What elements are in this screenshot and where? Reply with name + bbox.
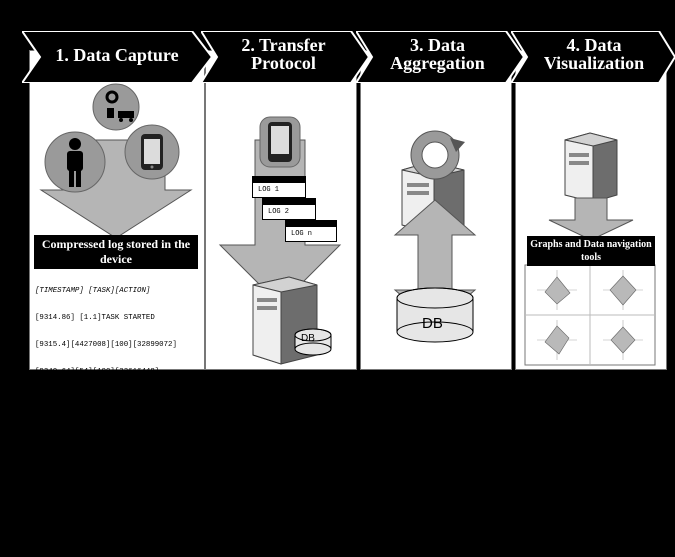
refresh-icon	[410, 130, 465, 180]
log-header: [TIMESTAMP] [TASK][ACTION]	[35, 287, 151, 295]
mini-radar-chart-4	[603, 320, 643, 360]
transfer-db-label: DB	[301, 333, 315, 344]
compressed-log-title: Compressed log stored in the device	[34, 235, 198, 269]
graphs-navigation-title: Graphs and Data navigation tools	[527, 236, 655, 266]
log-line: [1371.88][1.1]TASK ENDED	[35, 530, 142, 538]
environment-circle	[92, 83, 140, 131]
log-line: [1344.95][63557][100][32722944]	[35, 476, 173, 484]
environment-icons	[105, 90, 134, 122]
log-listing: [TIMESTAMP] [TASK][ACTION] [9314.86] [1.…	[35, 269, 177, 557]
log-line: [1254.83][1.1]TASK RESUMED	[35, 422, 151, 430]
header-chevron-1	[22, 31, 212, 83]
log-line: [1359.54][63496][100][32718848]	[35, 503, 173, 511]
log-line: [9314.86] [1.1]TASK STARTED	[35, 314, 155, 322]
log-file-2: LOG 2	[262, 198, 316, 220]
database-icon	[396, 287, 474, 343]
mini-radar-chart-2	[603, 270, 643, 310]
smartphone-icon	[259, 116, 301, 168]
log-file-n: LOG n	[285, 220, 337, 242]
header-chevron-2	[201, 31, 369, 83]
log-file-1: LOG 1	[252, 176, 306, 198]
mini-radar-chart-1	[537, 270, 577, 310]
database-icon	[294, 328, 332, 356]
header-chevron-3	[356, 31, 524, 83]
server-icon	[564, 132, 618, 203]
aggregation-illustration	[393, 130, 477, 343]
mini-radar-chart-3	[537, 320, 577, 360]
capture-illustration	[39, 83, 193, 239]
log-line: [9315.4][4427008][100][32899072]	[35, 341, 177, 349]
header-chevron-4	[511, 31, 675, 83]
person-icon	[67, 138, 83, 187]
visualization-down-arrow	[548, 197, 634, 241]
visualization-illustration	[524, 132, 656, 366]
step-1-title: 1. Data Capture	[55, 45, 179, 65]
transfer-illustration	[218, 116, 342, 365]
log-line: [1343.4][63554][100][32600064]	[35, 449, 169, 457]
aggregation-db-label: DB	[422, 315, 443, 332]
log-line: [9371.78][1.1]TASK PAUSED	[35, 395, 146, 403]
transfer-down-arrow	[218, 139, 342, 306]
log-line: [9340.64][54][100][32616448]	[35, 368, 160, 376]
smartphone-icon	[141, 134, 163, 170]
